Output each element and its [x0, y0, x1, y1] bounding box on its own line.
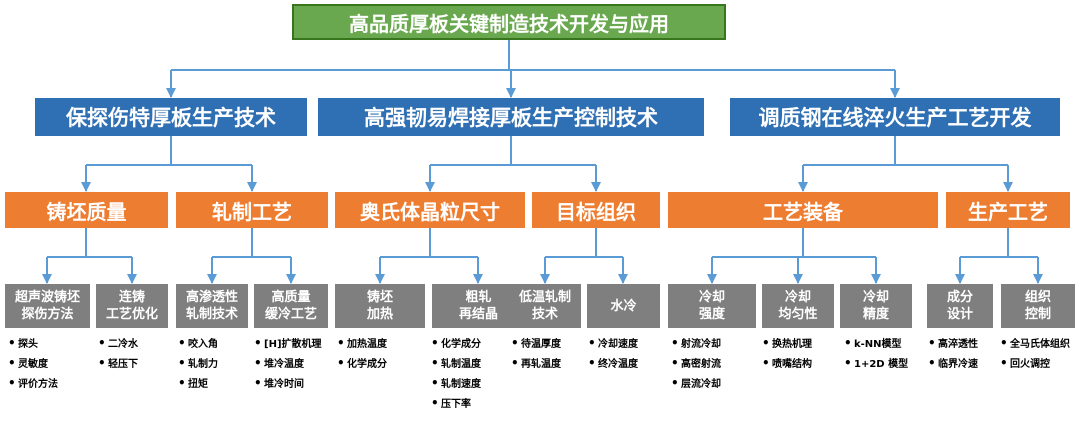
list-item: 层流冷却 — [671, 374, 721, 394]
list-item: [H]扩散机理 — [254, 334, 322, 354]
item-2-2-1: 低温轧制 技术 — [509, 284, 581, 328]
branch-2-title: 高强韧易焊接厚板生产控制技术 — [318, 98, 704, 136]
list-item: 待温厚度 — [511, 334, 561, 354]
branch-3-title: 调质钢在线淬火生产工艺开发 — [730, 98, 1060, 136]
list-1-2-1: 咬入角 轧制力 扭矩 — [178, 334, 218, 394]
list-item: 轧制力 — [178, 354, 218, 374]
group-2-1: 奥氏体晶粒尺寸 — [335, 192, 525, 228]
list-item: 全马氏体组织 — [1000, 334, 1070, 354]
list-item: 堆冷温度 — [254, 354, 322, 374]
list-2-1-1: 加热温度 化学成分 — [337, 334, 387, 374]
list-item: 压下率 — [431, 394, 481, 414]
list-item: 二冷水 — [98, 334, 138, 354]
group-1-1: 铸坯质量 — [5, 192, 168, 228]
list-item: 临界冷速 — [928, 354, 978, 374]
list-item: 1+2D 模型 — [844, 354, 908, 374]
list-item: 终冷温度 — [588, 354, 638, 374]
list-3-1-2: 换热机理 喷嘴结构 — [762, 334, 812, 374]
list-item: 高密射流 — [671, 354, 721, 374]
item-1-1-2: 连铸 工艺优化 — [96, 284, 168, 328]
list-item: 喷嘴结构 — [762, 354, 812, 374]
item-3-2-2: 组织 控制 — [1001, 284, 1075, 328]
list-item: 加热温度 — [337, 334, 387, 354]
group-3-1: 工艺装备 — [668, 192, 938, 228]
list-item: 冷却速度 — [588, 334, 638, 354]
list-item: 灵敏度 — [8, 354, 58, 374]
list-item: 换热机理 — [762, 334, 812, 354]
group-2-2: 目标组织 — [532, 192, 660, 228]
item-3-1-3: 冷却 精度 — [840, 284, 912, 328]
list-item: 化学成分 — [337, 354, 387, 374]
item-1-2-1: 高渗透性 轧制技术 — [176, 284, 248, 328]
item-3-2-1: 成分 设计 — [927, 284, 993, 328]
item-3-1-1: 冷却 强度 — [668, 284, 756, 328]
list-item: 化学成分 — [431, 334, 481, 354]
list-3-1-3: k-NN模型 1+2D 模型 — [844, 334, 908, 374]
list-item: 回火调控 — [1000, 354, 1070, 374]
list-item: 轧制速度 — [431, 374, 481, 394]
root-title: 高品质厚板关键制造技术开发与应用 — [292, 4, 726, 40]
list-item: 轧制温度 — [431, 354, 481, 374]
item-2-1-1: 铸坯 加热 — [335, 284, 425, 328]
list-item: 轻压下 — [98, 354, 138, 374]
list-2-2-1: 待温厚度 再轧温度 — [511, 334, 561, 374]
list-item: 高淬透性 — [928, 334, 978, 354]
list-2-2-2: 冷却速度 终冷温度 — [588, 334, 638, 374]
list-item: 扭矩 — [178, 374, 218, 394]
list-item: 评价方法 — [8, 374, 58, 394]
list-1-1-1: 探头 灵敏度 评价方法 — [8, 334, 58, 394]
group-3-2: 生产工艺 — [946, 192, 1070, 228]
list-item: 咬入角 — [178, 334, 218, 354]
list-1-1-2: 二冷水 轻压下 — [98, 334, 138, 374]
branch-1-title: 保探伤特厚板生产技术 — [35, 98, 307, 136]
list-item: 再轧温度 — [511, 354, 561, 374]
list-2-1-2: 化学成分 轧制温度 轧制速度 压下率 — [431, 334, 481, 414]
list-item: 堆冷时间 — [254, 374, 322, 394]
list-1-2-2: [H]扩散机理 堆冷温度 堆冷时间 — [254, 334, 322, 394]
group-1-2: 轧制工艺 — [176, 192, 328, 228]
item-3-1-2: 冷却 均匀性 — [762, 284, 834, 328]
item-2-2-2: 水冷 — [587, 284, 660, 328]
list-item: 探头 — [8, 334, 58, 354]
list-item: k-NN模型 — [844, 334, 908, 354]
list-3-2-1: 高淬透性 临界冷速 — [928, 334, 978, 374]
list-3-1-1: 射流冷却 高密射流 层流冷却 — [671, 334, 721, 394]
item-1-1-1: 超声波铸坯 探伤方法 — [5, 284, 90, 328]
list-3-2-2: 全马氏体组织 回火调控 — [1000, 334, 1070, 374]
item-1-2-2: 高质量 缓冷工艺 — [254, 284, 328, 328]
list-item: 射流冷却 — [671, 334, 721, 354]
